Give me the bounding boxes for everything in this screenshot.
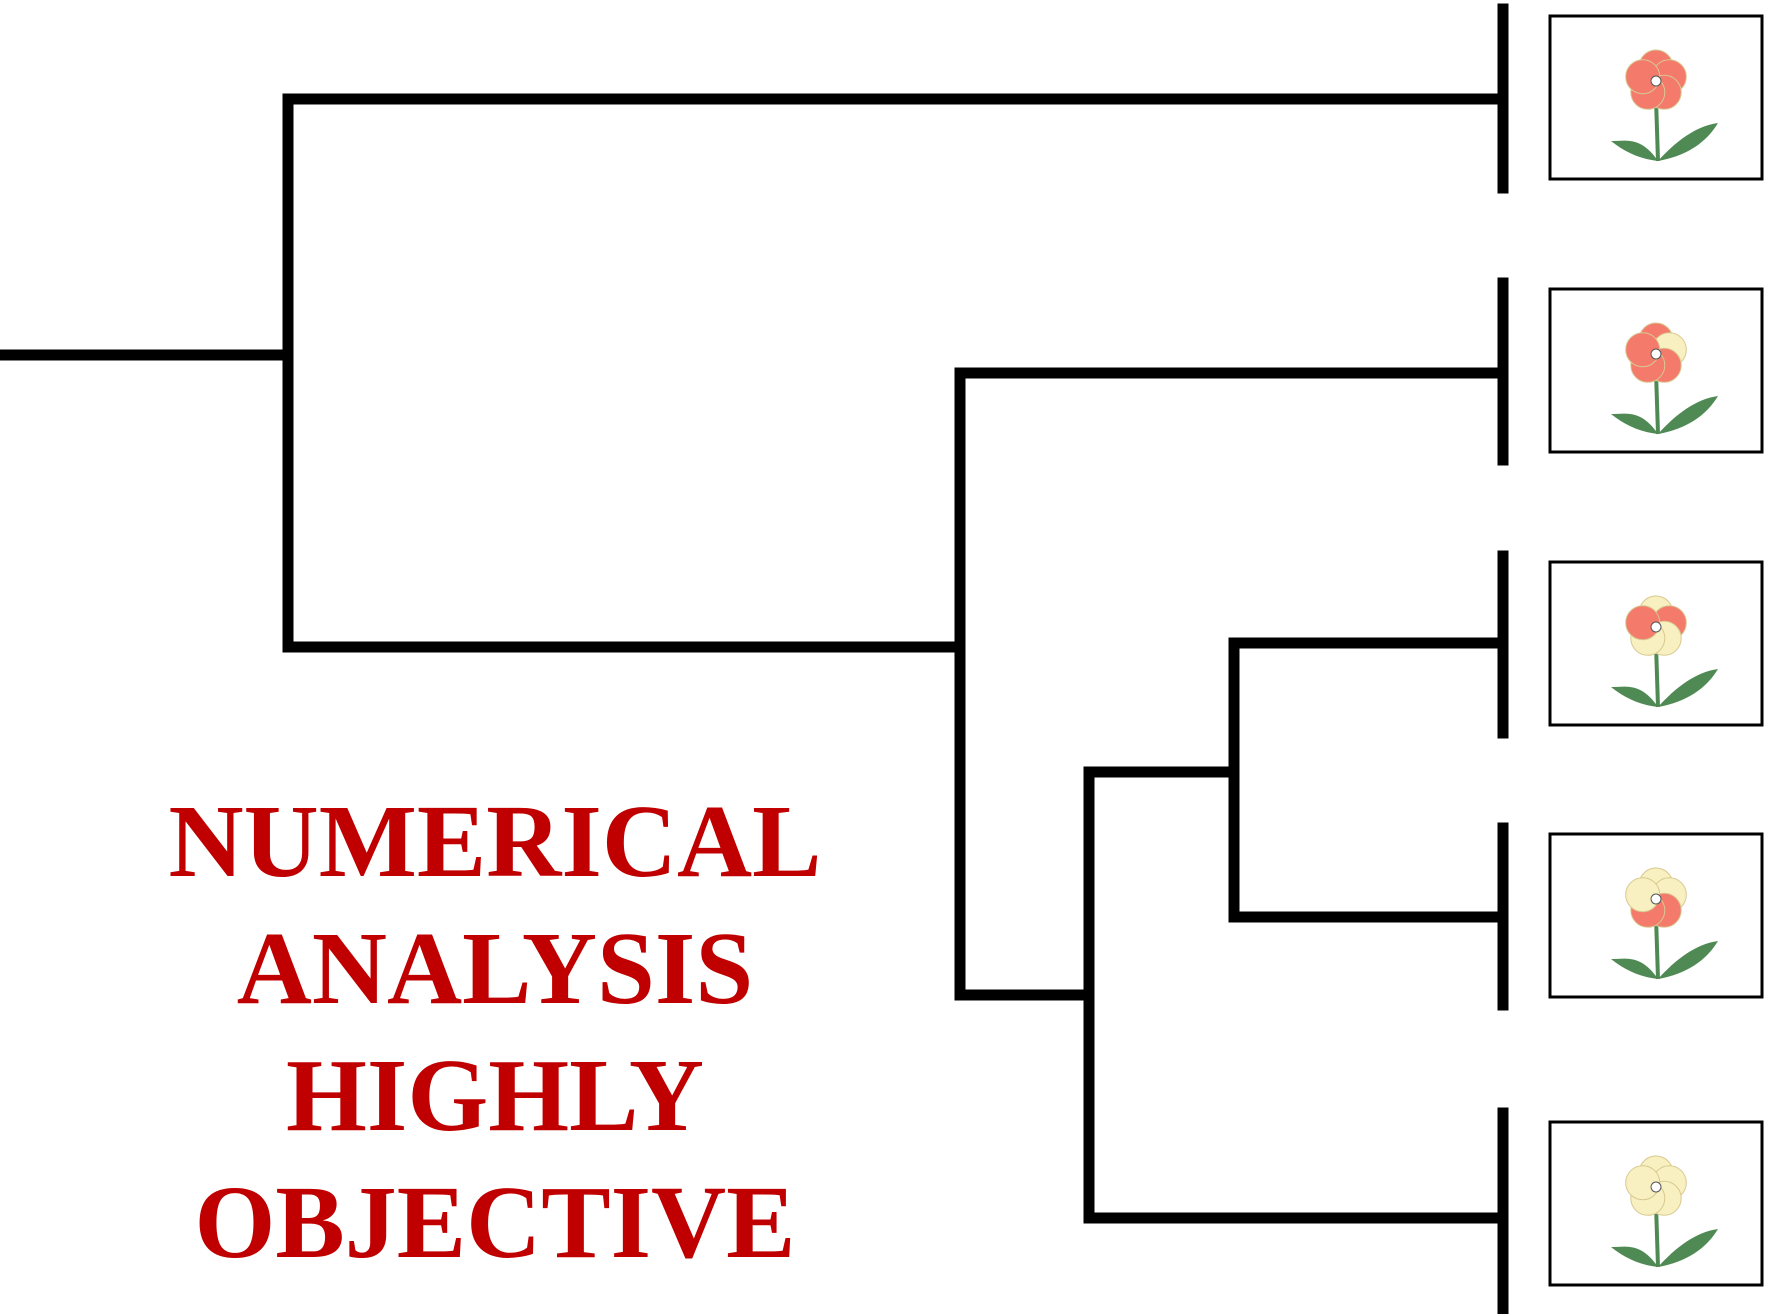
taxa-boxes <box>1548 14 1764 1287</box>
flower-icon <box>1611 49 1718 162</box>
taxon-box-5 <box>1548 1120 1764 1287</box>
taxon-box-2 <box>1548 287 1764 454</box>
taxon-box-1 <box>1548 14 1764 181</box>
caption-line-1: NUMERICAL <box>168 784 822 899</box>
flower-icon <box>1611 595 1718 708</box>
flower-icon <box>1611 1155 1718 1268</box>
flower-icon <box>1611 867 1718 980</box>
tree-lines <box>0 3 1509 1314</box>
taxon-box-4 <box>1548 832 1764 999</box>
caption-text: NUMERICAL ANALYSIS HIGHLY OBJECTIVE <box>140 778 850 1286</box>
flower-icon <box>1611 322 1718 435</box>
caption-line-3: HIGHLY <box>285 1038 705 1153</box>
caption-line-4: OBJECTIVE <box>194 1165 796 1280</box>
caption-line-2: ANALYSIS <box>236 911 754 1026</box>
taxon-box-3 <box>1548 560 1764 727</box>
